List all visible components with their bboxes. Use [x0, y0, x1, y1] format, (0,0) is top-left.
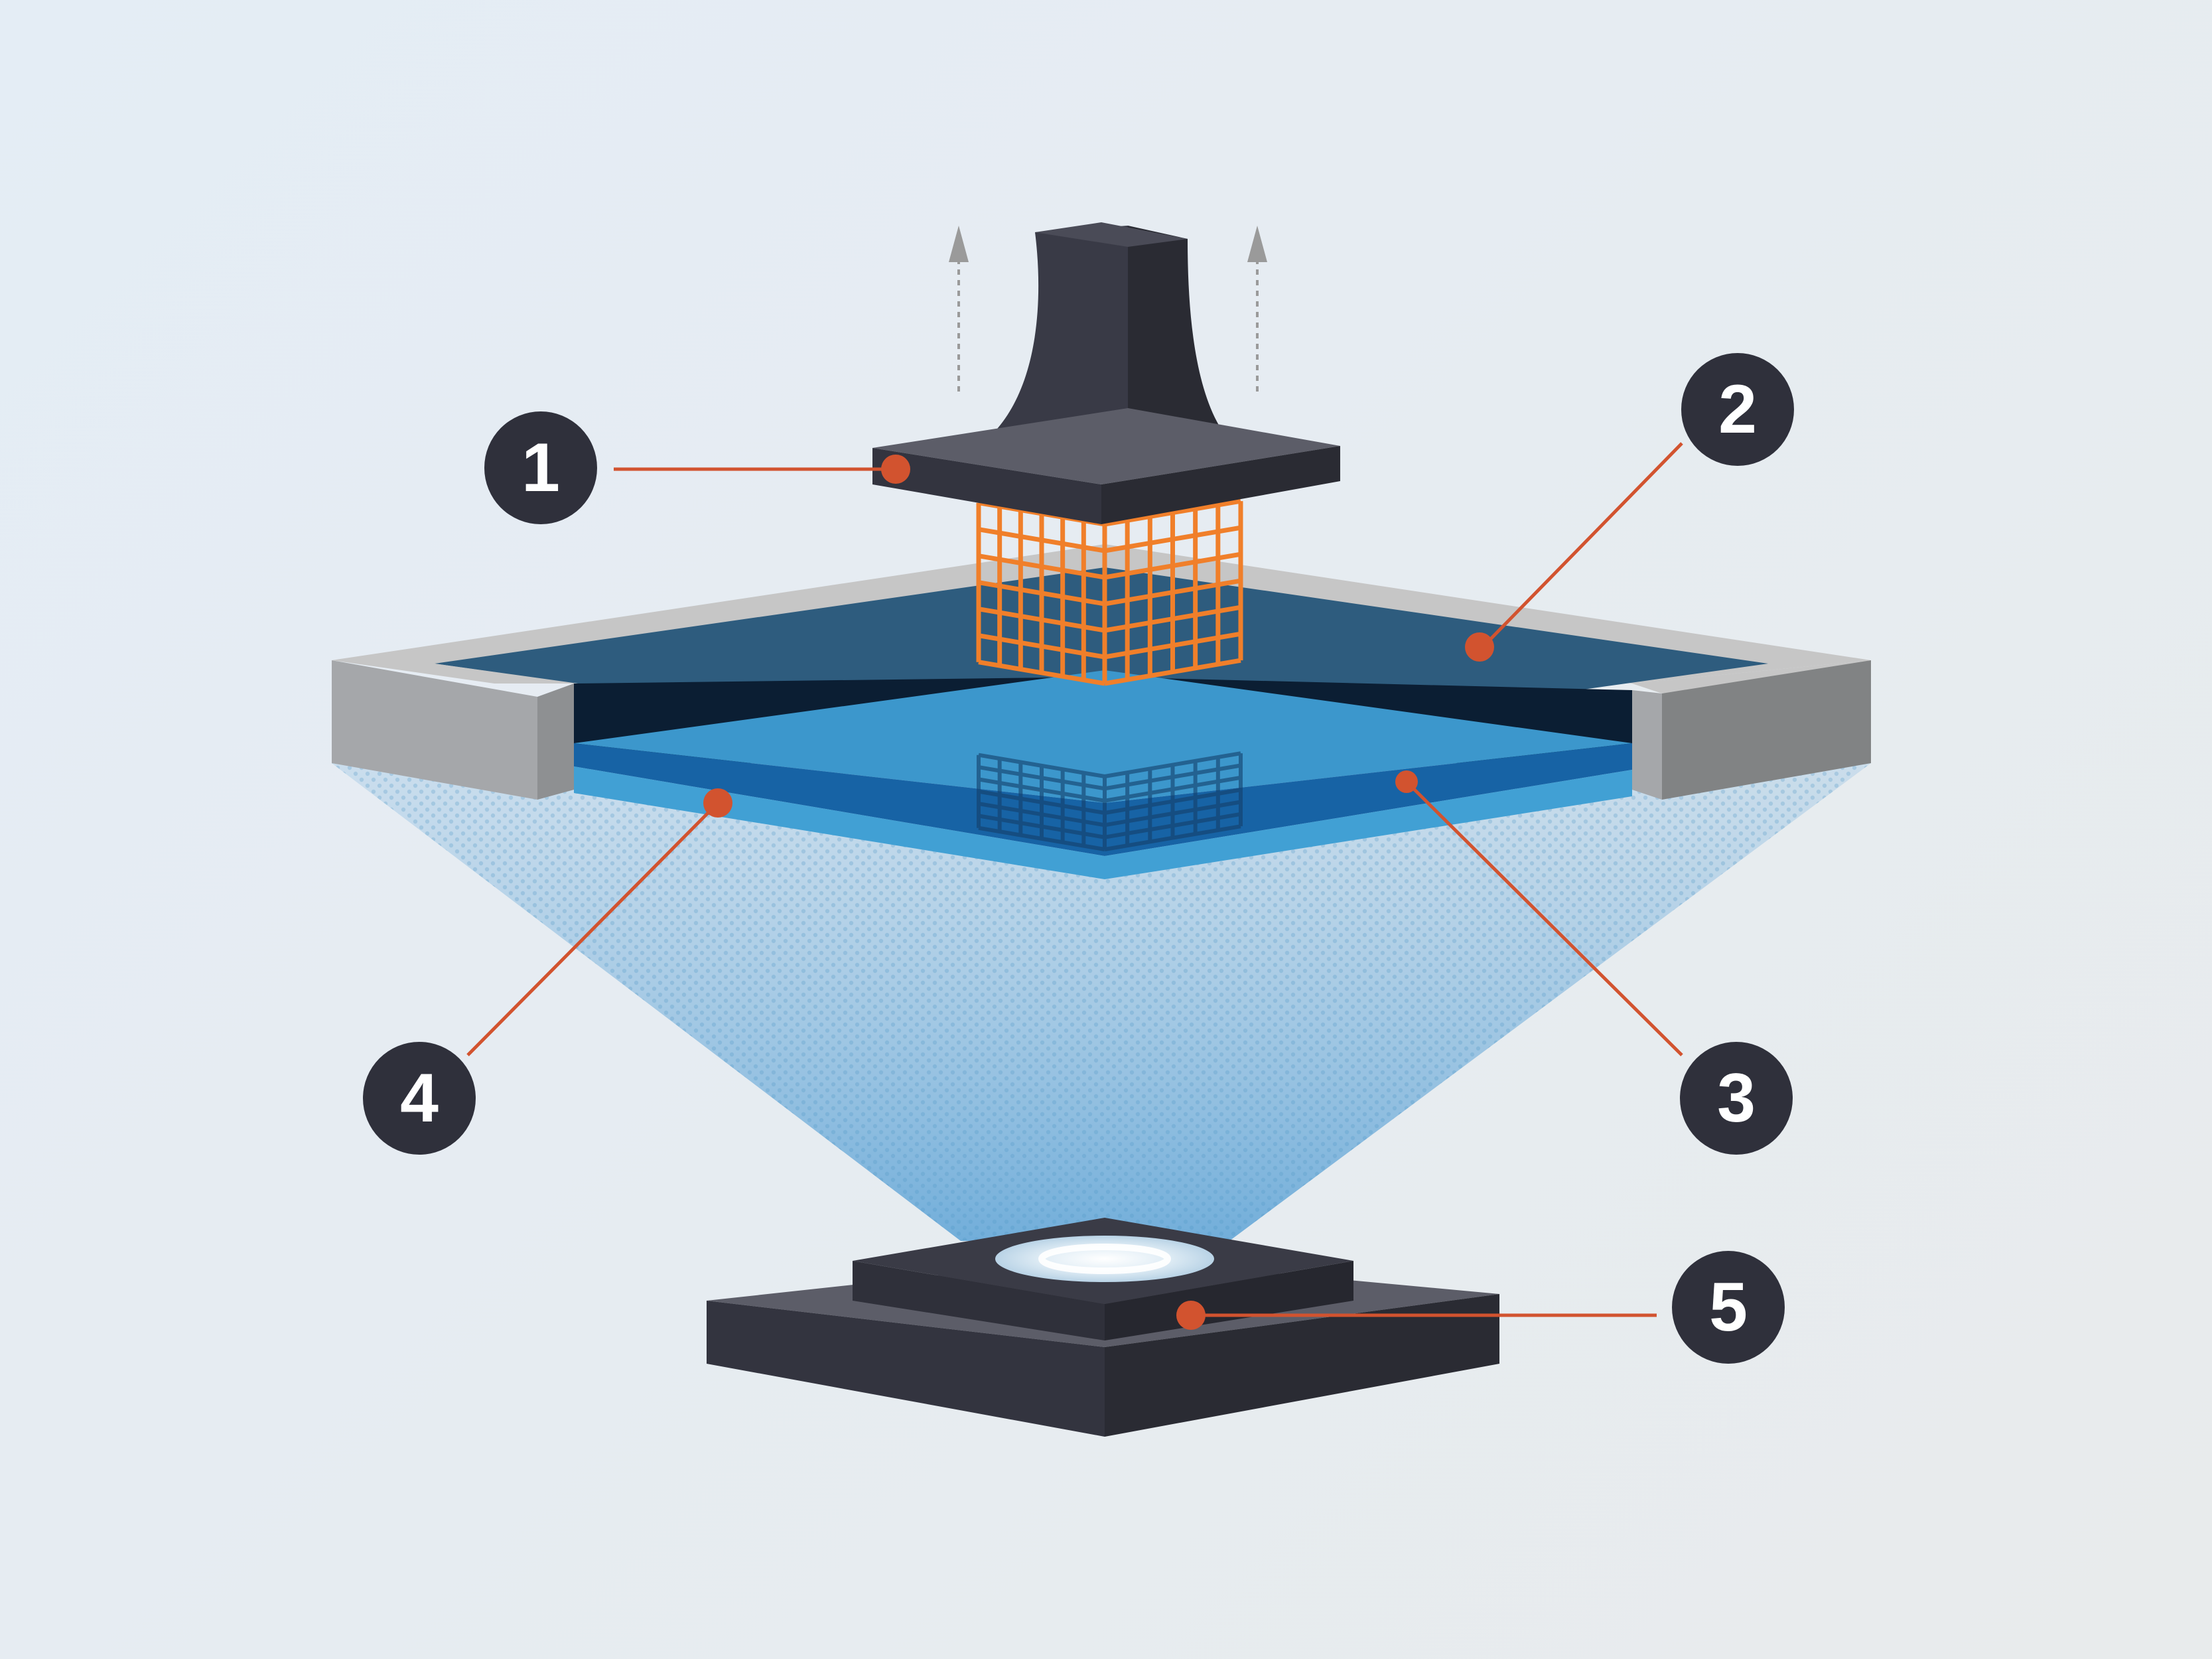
numbered-circle-icon: [1680, 1042, 1793, 1155]
platform-stem-top: [1035, 222, 1188, 247]
lens-icon: [995, 1236, 1214, 1282]
up-arrow-icon: [949, 226, 969, 392]
numbered-circle-icon: [1672, 1251, 1785, 1364]
uv-light-source: [707, 1218, 1499, 1437]
projector-base-side: [1105, 1294, 1499, 1437]
projector-head-front: [853, 1261, 1105, 1340]
callout-label-3: 3: [1717, 1060, 1756, 1137]
numbered-circle-icon: [363, 1042, 476, 1155]
leader-dot-4: [703, 788, 732, 818]
lattice-reflection: [977, 751, 1243, 851]
projector-base-front: [707, 1301, 1105, 1437]
vat-frame-right-side: [1662, 660, 1871, 800]
callout-label-2: 2: [1718, 371, 1757, 448]
callout-4: 4: [363, 1042, 476, 1155]
build-platform: [872, 222, 1340, 524]
platform-plate-front: [872, 448, 1101, 524]
up-arrow-icon: [1247, 226, 1267, 392]
callout-2: 2: [1681, 353, 1794, 466]
projector-head-side: [1105, 1261, 1353, 1340]
callout-label-5: 5: [1709, 1269, 1748, 1346]
leader-dot-3: [1395, 770, 1418, 793]
vat-frame-left-front: [332, 660, 537, 800]
vat-window-top: [574, 670, 1632, 803]
vat-frame-right-top: [1632, 660, 1871, 693]
platform-stem-right: [1128, 226, 1234, 468]
callout-leaders: [466, 442, 1683, 1330]
leader-dot-2: [1465, 632, 1494, 662]
uv-light-beam: [332, 763, 1871, 1241]
callout-label-1: 1: [521, 429, 560, 506]
platform-plate-side: [1101, 446, 1340, 524]
platform-stem-left: [979, 226, 1128, 468]
platform-plate-top: [872, 408, 1340, 484]
vat-frame-right-front: [1632, 690, 1662, 800]
printed-lattice-part: [976, 498, 1243, 686]
vat-frame-left-side: [537, 684, 574, 800]
callout-1: 1: [484, 411, 597, 524]
vat-frame-left-top: [332, 660, 574, 684]
callout-3: 3: [1680, 1042, 1793, 1155]
numbered-circle-icon: [1681, 353, 1794, 466]
callout-label-4: 4: [400, 1060, 439, 1137]
leader-dot-1: [881, 455, 910, 484]
numbered-circle-icon: [484, 411, 597, 524]
callout-5: 5: [1672, 1251, 1785, 1364]
leader-dot-5: [1176, 1301, 1206, 1330]
vat-window-bottom: [574, 766, 1632, 879]
